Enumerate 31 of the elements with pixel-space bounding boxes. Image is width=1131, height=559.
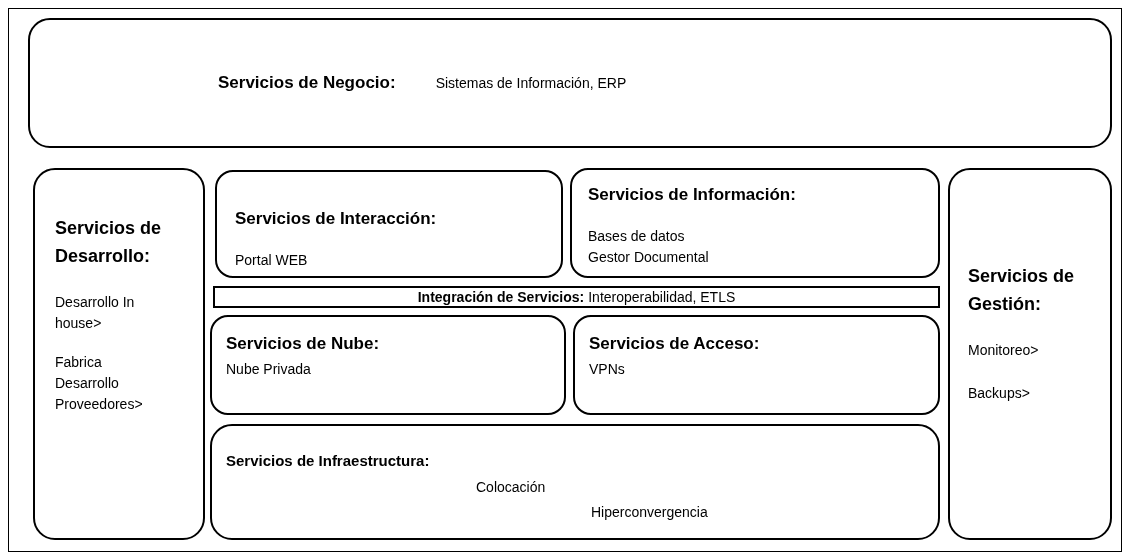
service-item: Bases de datos	[588, 226, 686, 246]
service-item: Nube Privada	[226, 359, 312, 379]
service-box	[215, 170, 563, 278]
service-item: Portal WEB	[235, 250, 309, 270]
service-box	[570, 168, 940, 278]
service-heading: Servicios de Información:	[588, 184, 797, 206]
service-item: Interoperabilidad, ETLS	[588, 287, 736, 307]
service-box	[573, 315, 940, 415]
service-item: Colocación	[476, 477, 547, 497]
service-item: Backups>	[968, 384, 1031, 403]
service-box	[33, 168, 205, 540]
service-heading: Servicios de Acceso:	[589, 333, 761, 355]
service-box	[28, 18, 1112, 148]
service-heading: Servicios de Negocio:	[218, 72, 396, 95]
service-box	[210, 424, 940, 540]
integration-bar	[213, 286, 940, 308]
service-item: Desarrollo In house>	[55, 293, 136, 333]
service-item: Monitoreo>	[968, 341, 1040, 360]
service-heading: Servicios de Nube:	[226, 333, 381, 355]
service-item: Gestor Documental	[588, 247, 710, 267]
service-item: VPNs	[589, 359, 626, 379]
service-heading: Servicios de Gestión:	[968, 265, 1076, 316]
service-item: Fabrica Desarrollo Proveedores>	[55, 353, 144, 414]
service-heading: Servicios de Interacción:	[235, 208, 438, 230]
service-heading: Servicios de Desarrollo:	[55, 217, 163, 268]
service-box	[948, 168, 1112, 540]
service-item: Hiperconvergencia	[591, 502, 709, 522]
service-heading: Integración de Servicios:	[417, 287, 585, 307]
service-item: Sistemas de Información, ERP	[435, 73, 627, 93]
service-box	[210, 315, 566, 415]
service-heading: Servicios de Infraestructura:	[226, 451, 431, 471]
